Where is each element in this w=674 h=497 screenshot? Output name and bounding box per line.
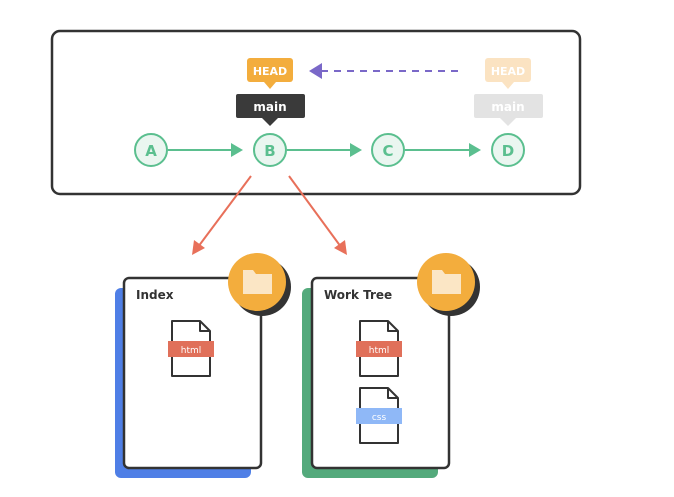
commit-c-label: C — [382, 142, 393, 160]
worktree-panel: Work Tree html css — [302, 253, 480, 478]
reset-arrowhead-to-index — [192, 240, 205, 255]
worktree-file-css: css — [356, 387, 402, 444]
reset-arrowhead-to-worktree — [334, 240, 347, 255]
commit-arrowhead-c-d — [469, 143, 481, 157]
worktree-file-css-label: css — [372, 413, 387, 423]
index-file-html-label: html — [181, 346, 202, 356]
worktree-file-html-label: html — [369, 346, 390, 356]
old-branch-pointer: main — [474, 94, 543, 126]
reset-arrow-to-worktree — [288, 175, 342, 248]
head-pointer: HEAD — [247, 58, 293, 89]
old-branch-label: main — [491, 100, 524, 114]
file-fold — [387, 388, 398, 399]
commit-b: B — [253, 133, 287, 167]
commit-arrowhead-b-c — [350, 143, 362, 157]
worktree-file-html: html — [356, 320, 402, 377]
head-move-arrowhead — [309, 63, 322, 79]
reset-arrow-to-index — [197, 175, 252, 248]
file-tag-html — [168, 341, 214, 357]
folder-icon — [432, 270, 461, 294]
commit-b-label: B — [264, 142, 275, 160]
file-fold — [199, 321, 210, 332]
file-fold — [387, 321, 398, 332]
folder-icon — [243, 270, 272, 294]
head-label: HEAD — [253, 65, 287, 78]
commit-a-label: A — [145, 142, 157, 160]
branch-label: main — [253, 100, 286, 114]
index-file-html: html — [168, 320, 214, 377]
history-panel — [50, 29, 582, 196]
file-tag-css — [356, 408, 402, 424]
commit-d-label: D — [502, 142, 514, 160]
index-title: Index — [136, 288, 174, 302]
worktree-folder-badge — [417, 253, 480, 316]
commit-c: C — [371, 133, 405, 167]
file-tag-html — [356, 341, 402, 357]
old-head-pointer: HEAD — [485, 58, 531, 89]
commit-arrowhead-a-b — [231, 143, 243, 157]
commit-a: A — [134, 133, 168, 167]
branch-pointer: main — [236, 94, 305, 126]
worktree-title: Work Tree — [324, 288, 392, 302]
commit-d: D — [491, 133, 525, 167]
index-panel: Index html — [115, 253, 291, 478]
old-head-label: HEAD — [491, 65, 525, 78]
index-folder-badge — [228, 253, 291, 316]
